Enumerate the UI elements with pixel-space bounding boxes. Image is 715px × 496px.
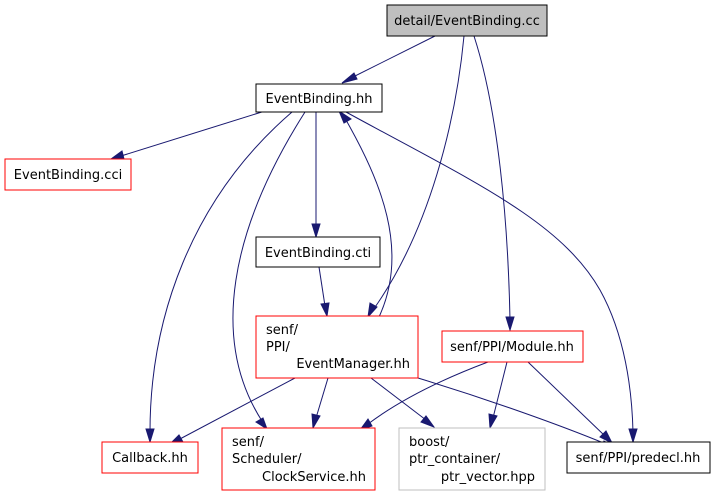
node-eventbinding-cci[interactable]: EventBinding.cci	[4, 158, 132, 191]
arrowhead-icon	[145, 428, 155, 444]
edge-root-to-eventmanager-hh	[372, 35, 465, 311]
node-label-line-2: ptr_container/	[409, 452, 501, 467]
arrowhead-icon	[255, 417, 268, 431]
node-label: detail/EventBinding.cc	[394, 14, 540, 29]
node-label: Callback.hh	[112, 451, 188, 466]
node-eventmanager-hh[interactable]: senf/ PPI/ EventManager.hh	[255, 315, 419, 379]
node-detail-eventbinding-cc[interactable]: detail/EventBinding.cc	[386, 4, 548, 37]
edge-eventmanager-hh-to-eventbinding-hh	[345, 119, 393, 318]
edge-eventmanager-hh-to-predecl-hh	[417, 377, 607, 445]
node-label-line-3: ClockService.hh	[262, 470, 366, 485]
edge-eventmanager-hh-to-callback-hh	[177, 377, 296, 441]
node-label-line-2: Scheduler/	[232, 452, 302, 467]
edge-eventbinding-hh-to-callback-hh	[149, 111, 293, 433]
arrowhead-icon	[488, 413, 498, 430]
edge-cti-to-eventmanager-hh	[318, 266, 326, 307]
node-label-line-2: PPI/	[266, 340, 291, 355]
node-label-line-1: boost/	[409, 435, 450, 450]
node-label-line-1: senf/	[232, 435, 265, 450]
edge-root-to-eventbinding-hh	[348, 35, 436, 80]
edge-eventbinding-hh-to-cci	[120, 110, 266, 157]
node-callback-hh[interactable]: Callback.hh	[101, 441, 199, 474]
edge-eventmanager-hh-to-clockservice-hh	[315, 377, 329, 419]
arrowhead-icon	[311, 413, 321, 430]
arrowhead-icon	[628, 428, 638, 444]
node-predecl-hh[interactable]: senf/PPI/predecl.hh	[566, 441, 711, 474]
node-label: EventBinding.cti	[265, 246, 371, 261]
edge-eventbinding-hh-to-clockservice-hh	[232, 111, 306, 422]
arrowhead-icon	[337, 109, 352, 124]
arrowhead-icon	[367, 302, 378, 319]
arrowhead-icon	[505, 316, 515, 332]
node-label-line-3: ptr_vector.hpp	[441, 470, 535, 485]
node-ptr-vector-hpp[interactable]: boost/ ptr_container/ ptr_vector.hpp	[398, 427, 546, 491]
node-label: senf/PPI/predecl.hh	[576, 451, 701, 466]
edge-eventbinding-hh-to-predecl-hh	[345, 111, 634, 433]
arrowhead-icon	[109, 150, 125, 160]
node-label: EventBinding.cci	[14, 168, 122, 183]
node-eventbinding-cti[interactable]: EventBinding.cti	[255, 236, 381, 268]
edge-module-hh-to-clockservice-hh	[367, 361, 489, 425]
node-label-line-3: EventManager.hh	[296, 357, 410, 372]
edge-module-hh-to-predecl-hh	[527, 361, 606, 437]
file-nodes: detail/EventBinding.cc EventBinding.hh E…	[4, 4, 711, 491]
node-label-line-1: senf/	[266, 323, 299, 338]
node-clockservice-hh[interactable]: senf/ Scheduler/ ClockService.hh	[221, 427, 376, 491]
edge-root-to-module-hh	[473, 35, 511, 321]
arrowhead-icon	[420, 415, 436, 429]
edge-eventmanager-hh-to-ptr-vector-hpp	[370, 377, 427, 421]
node-label: EventBinding.hh	[266, 92, 373, 107]
node-label: senf/PPI/Module.hh	[450, 340, 574, 355]
arrowhead-icon	[341, 72, 358, 84]
edge-module-hh-to-ptr-vector-hpp	[492, 361, 508, 419]
arrowhead-icon	[599, 430, 614, 445]
node-module-hh[interactable]: senf/PPI/Module.hh	[441, 330, 584, 363]
arrowhead-icon	[320, 302, 330, 318]
node-eventbinding-hh[interactable]: EventBinding.hh	[255, 83, 383, 113]
arrowhead-icon	[311, 223, 321, 239]
